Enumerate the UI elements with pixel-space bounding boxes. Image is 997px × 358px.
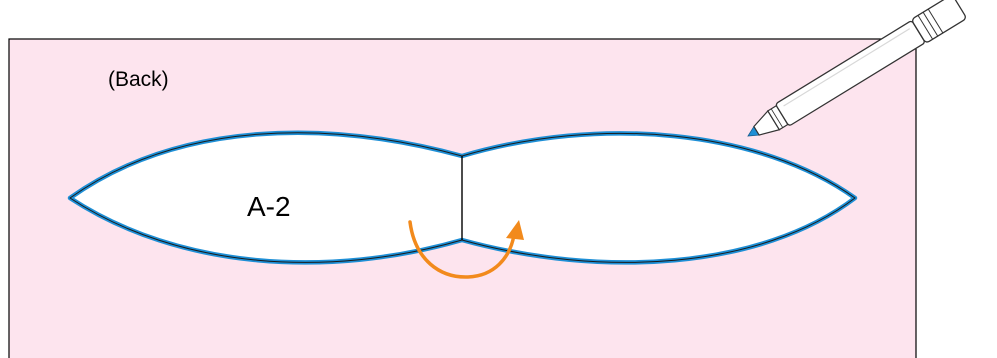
piece-outline-black [69,132,856,263]
fold-arrow-icon [408,220,524,279]
piece-label: A-2 [247,191,291,222]
pattern-piece [67,130,858,265]
marker-pen-icon [747,0,966,137]
side-label: (Back) [108,68,169,91]
